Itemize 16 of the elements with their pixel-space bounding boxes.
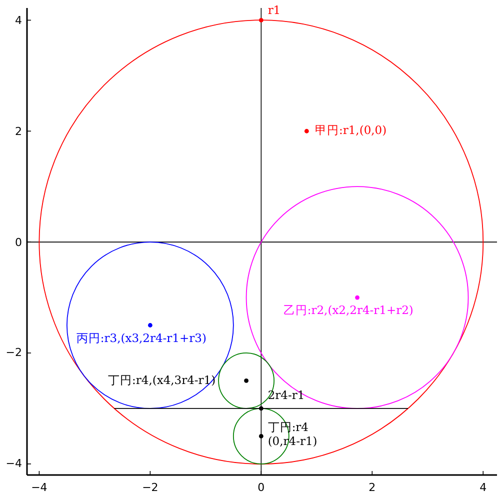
tick-label: 2 <box>14 124 22 138</box>
tick-label: −2 <box>141 481 160 494</box>
tick-label: 0 <box>14 236 22 249</box>
tick-label: 4 <box>478 481 488 494</box>
tick-label: 2 <box>368 481 377 494</box>
tick-label: 0 <box>256 481 266 494</box>
point-label: 丙円:r3,(x3,2r4-r1+r3) <box>76 331 206 345</box>
point-label: 甲円:r1,(0,0) <box>314 123 387 138</box>
tick-label: −4 <box>4 457 22 470</box>
point-label: r1 <box>268 3 281 18</box>
tick-label: 4 <box>14 14 22 27</box>
tick-label: −4 <box>30 481 48 494</box>
point-label: 2r4-r1 <box>268 388 305 402</box>
point-label: 乙円:r2,(x2,2r4-r1+r2) <box>283 303 414 318</box>
point <box>66 242 234 409</box>
tick-label: −2 <box>4 346 22 360</box>
